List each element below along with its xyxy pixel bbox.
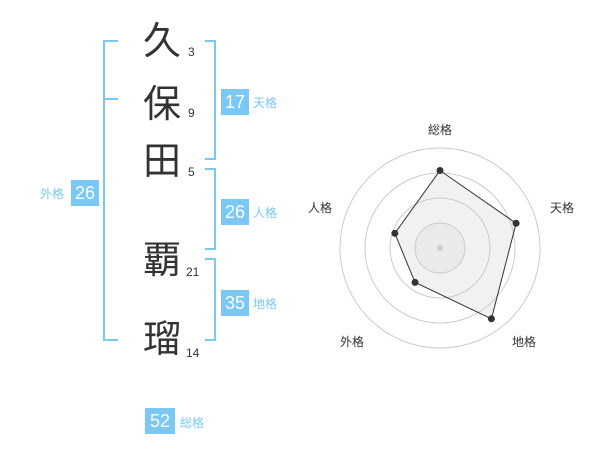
- name-char-2: 保: [143, 82, 182, 126]
- radar-axis-label-5: 人格: [308, 200, 332, 215]
- radar-ring-4: [339, 147, 541, 349]
- jinkaku-bracket: [205, 168, 216, 250]
- radar-series-polygon: [394, 169, 517, 320]
- radar-axis-label-2: 天格: [550, 200, 574, 215]
- radar-axis-label-4: 外格: [340, 334, 364, 349]
- gaikaku-label: 外格: [40, 187, 65, 201]
- radar-axis-label-3: 地格: [512, 334, 536, 349]
- radar-center-dot: [437, 245, 443, 251]
- stroke-count-1: 3: [188, 45, 195, 59]
- radar-ring-2: [389, 197, 491, 299]
- jinkaku-value: 26: [221, 199, 249, 225]
- tenkaku-value: 17: [221, 89, 249, 115]
- stroke-count-5: 14: [186, 346, 200, 360]
- chikaku-bracket: [205, 258, 216, 341]
- radar-axis-label-1: 総格: [428, 122, 452, 137]
- soukaku-label: 総格: [180, 416, 205, 430]
- soukaku-value: 52: [145, 408, 175, 434]
- stroke-count-2: 9: [188, 106, 195, 120]
- radar-point-5: [391, 229, 399, 237]
- chikaku-value: 35: [221, 290, 249, 316]
- name-char-5: 瑠: [143, 317, 182, 361]
- radar-point-3: [487, 315, 495, 323]
- name-char-1: 久: [143, 19, 182, 63]
- stroke-count-3: 5: [188, 165, 195, 179]
- gaikaku-value: 26: [71, 180, 99, 206]
- jinkaku-label: 人格: [253, 206, 278, 220]
- bracket-lines: [103, 40, 216, 341]
- chikaku-label: 地格: [253, 297, 278, 311]
- radar-point-2: [512, 219, 520, 227]
- stroke-count-4: 21: [186, 265, 200, 279]
- tenkaku-label: 天格: [253, 96, 278, 110]
- name-char-4: 覇: [143, 238, 182, 282]
- radar-point-4: [411, 278, 419, 286]
- radar-point-1: [436, 167, 444, 174]
- gaikaku-bracket: [103, 40, 118, 341]
- name-char-3: 田: [143, 139, 182, 183]
- tenkaku-bracket: [205, 40, 216, 160]
